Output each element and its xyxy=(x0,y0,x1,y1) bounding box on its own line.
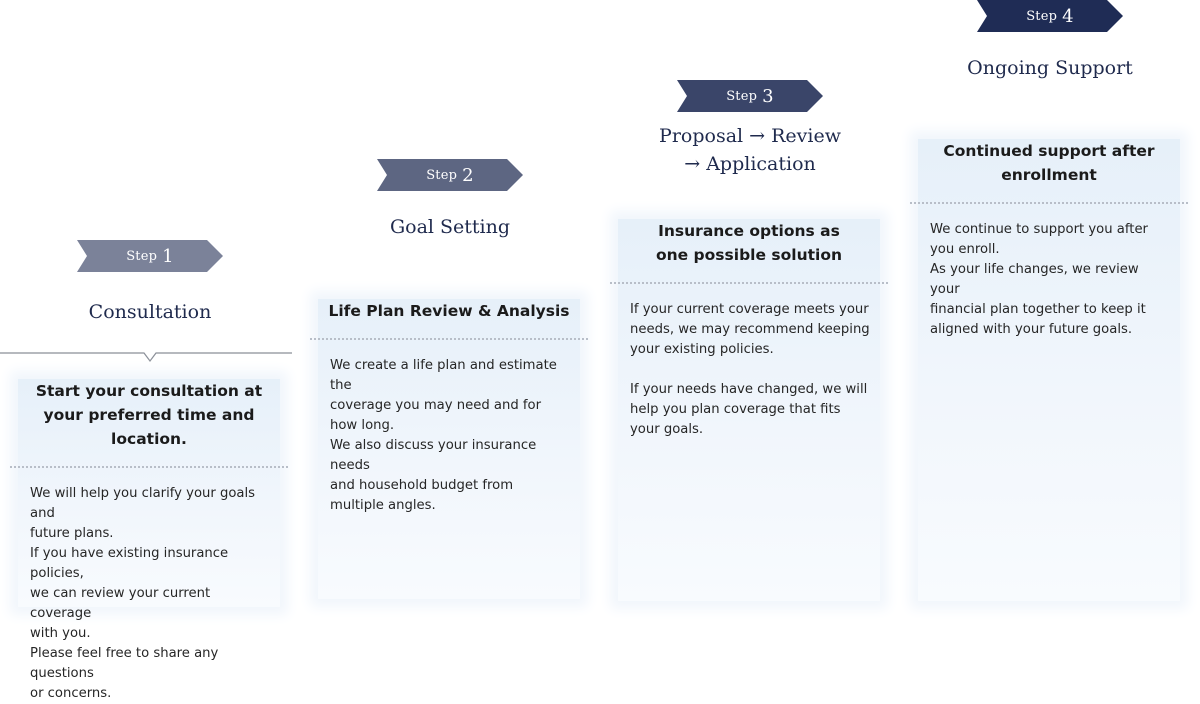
step-1-card-heading: Start your consultation at your preferre… xyxy=(10,379,288,468)
step-3-badge-number: 3 xyxy=(762,85,774,107)
step-1-heading-line: Start your consultation at xyxy=(35,382,263,400)
step-4-card-body: We continue to support you after you enr… xyxy=(918,204,1180,340)
step-3-card-heading: Insurance options as one possible soluti… xyxy=(610,219,888,284)
step-3-heading-line: one possible solution xyxy=(655,246,843,264)
step-1-title-line: Consultation xyxy=(88,301,212,323)
step-2-title: Goal Setting xyxy=(300,213,600,241)
step-4-badge-word: Step xyxy=(1026,8,1058,24)
step-3-body-line: If your needs have changed, we will xyxy=(630,382,868,397)
step-3-title: Proposal → Review → Application xyxy=(600,122,900,178)
step-4-title: Ongoing Support xyxy=(900,54,1200,82)
step-2-title-line: Goal Setting xyxy=(389,216,511,238)
step-1-body-line: Please feel free to share any questions xyxy=(30,646,219,681)
step-3-badge-word: Step xyxy=(726,88,758,104)
step-3-title-line: Proposal → Review xyxy=(659,125,841,147)
step-4-heading-line: enrollment xyxy=(1001,166,1097,184)
step-4-title-line: Ongoing Support xyxy=(967,57,1133,79)
step-1-body-line: with you. xyxy=(30,626,91,641)
step-2-badge-word: Step xyxy=(426,167,458,183)
step-2-card-heading: Life Plan Review & Analysis xyxy=(310,299,588,340)
staircase-line xyxy=(0,352,292,362)
step-1-body-line: or concerns. xyxy=(30,686,112,701)
step-3-card: Insurance options as one possible soluti… xyxy=(610,219,888,601)
step-3-body-gap xyxy=(630,360,870,380)
step-3-body-line: needs, we may recommend keeping xyxy=(630,322,870,337)
step-2-body-line: multiple angles. xyxy=(330,498,436,513)
step-2-badge-number: 2 xyxy=(462,164,474,186)
step-1-body-line: future plans. xyxy=(30,526,114,541)
step-1-card: Start your consultation at your preferre… xyxy=(10,379,288,701)
step-1-heading-line: your preferred time and location. xyxy=(43,406,255,448)
step-2-body-line: We also discuss your insurance needs xyxy=(330,438,537,473)
step-4-card: Continued support after enrollment We co… xyxy=(910,139,1188,601)
step-3-body-line: help you plan coverage that fits xyxy=(630,402,841,417)
step-1-body-line: If you have existing insurance policies, xyxy=(30,546,229,581)
step-1-badge-word: Step xyxy=(126,248,158,264)
step-2-body-line: and household budget from xyxy=(330,478,514,493)
step-2-body-line: We create a life plan and estimate the xyxy=(330,358,557,393)
step-4-body-line: financial plan together to keep it xyxy=(930,302,1146,317)
step-4-card-heading: Continued support after enrollment xyxy=(910,139,1188,204)
step-1-badge-number: 1 xyxy=(162,245,174,267)
step-3-body-line: your existing policies. xyxy=(630,342,774,357)
step-4-body-line: As your life changes, we review your xyxy=(930,262,1139,297)
step-1-title: Consultation xyxy=(0,298,300,326)
step-3-body-line: If your current coverage meets your xyxy=(630,302,869,317)
step-3-body-line: your goals. xyxy=(630,422,704,437)
step-2-heading-line: Life Plan Review & Analysis xyxy=(328,302,570,320)
step-2-body-line: how long. xyxy=(330,418,395,433)
step-2-card-body: We create a life plan and estimate the c… xyxy=(318,340,580,516)
step-1-body-line: We will help you clarify your goals and xyxy=(30,486,256,521)
step-3-card-body: If your current coverage meets your need… xyxy=(618,284,880,440)
step-3-title-line: → Application xyxy=(684,153,816,175)
step-2-card: Life Plan Review & Analysis We create a … xyxy=(310,299,588,599)
step-2-body-line: coverage you may need and for xyxy=(330,398,542,413)
step-4-badge-number: 4 xyxy=(1062,5,1074,27)
step-4-body-line: aligned with your future goals. xyxy=(930,322,1133,337)
step-4-body-line: you enroll. xyxy=(930,242,1000,257)
step-4-heading-line: Continued support after xyxy=(943,142,1155,160)
step-1-card-body: We will help you clarify your goals and … xyxy=(18,468,280,704)
step-4-body-line: We continue to support you after xyxy=(930,222,1148,237)
step-1-body-line: we can review your current coverage xyxy=(30,586,211,621)
step-3-heading-line: Insurance options as xyxy=(658,222,840,240)
